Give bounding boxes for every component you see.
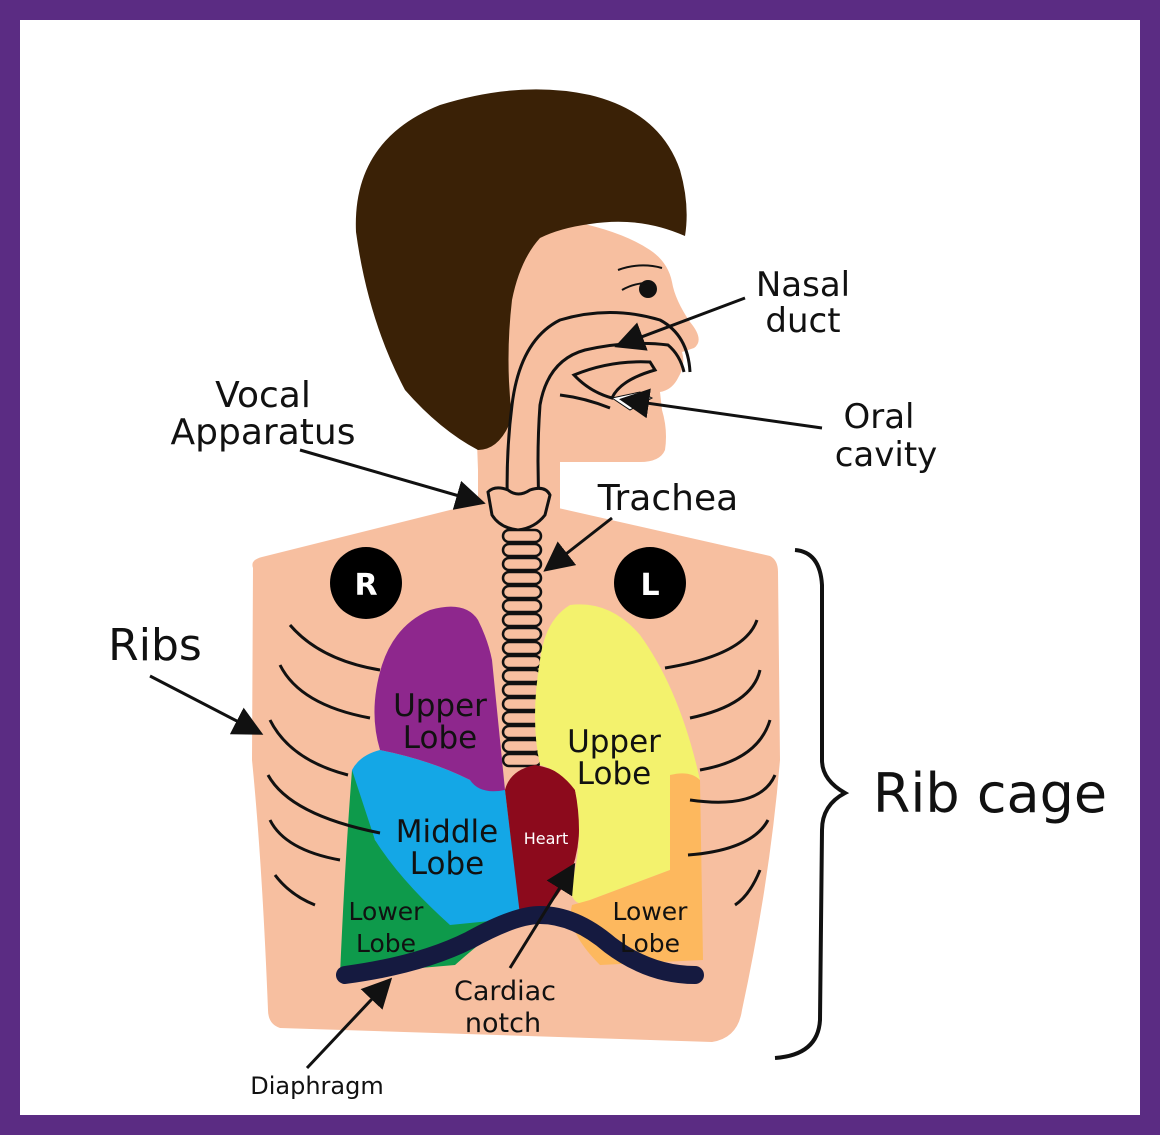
ribs-arrow bbox=[150, 676, 258, 732]
left-marker: L bbox=[640, 568, 659, 603]
rib-cage-label: Rib cage bbox=[873, 762, 1107, 825]
vocal-apparatus-label-2: Apparatus bbox=[171, 412, 356, 453]
middle-lobe-label: Middle bbox=[396, 814, 498, 850]
trachea-ring bbox=[503, 558, 541, 570]
nasal-duct-label: Nasal bbox=[756, 265, 850, 305]
trachea bbox=[503, 530, 541, 766]
lower-lobe-left-label: Lower bbox=[613, 897, 689, 926]
ribs-label: Ribs bbox=[108, 620, 202, 671]
trachea-ring bbox=[503, 544, 541, 556]
vocal-apparatus-label: Vocal bbox=[215, 375, 311, 416]
cardiac-notch-label: Cardiac bbox=[454, 976, 556, 1007]
rib-cage-brace bbox=[775, 550, 845, 1058]
trachea-label: Trachea bbox=[597, 478, 738, 519]
diaphragm-label: Diaphragm bbox=[250, 1072, 384, 1100]
upper-lobe-left-label-2: Lobe bbox=[577, 756, 651, 792]
trachea-ring bbox=[503, 754, 541, 766]
trachea-ring bbox=[503, 586, 541, 598]
lower-lobe-right-label: Lower bbox=[349, 897, 425, 926]
vocal-apparatus-arrow bbox=[300, 450, 480, 502]
upper-lobe-right-label: Upper bbox=[393, 688, 487, 724]
cardiac-notch-label-2: notch bbox=[465, 1008, 541, 1039]
trachea-ring bbox=[503, 670, 541, 682]
middle-lobe-label-2: Lobe bbox=[410, 846, 484, 882]
trachea-ring bbox=[503, 600, 541, 612]
nasal-duct-label-2: duct bbox=[765, 301, 840, 341]
trachea-ring bbox=[503, 656, 541, 668]
upper-lobe-left-label: Upper bbox=[567, 724, 661, 760]
oral-cavity-label-2: cavity bbox=[835, 435, 938, 475]
trachea-ring bbox=[503, 614, 541, 626]
lower-lobe-right-label-2: Lobe bbox=[356, 929, 416, 958]
trachea-ring bbox=[503, 740, 541, 752]
trachea-ring bbox=[503, 530, 541, 542]
trachea-ring bbox=[503, 628, 541, 640]
heart-label: Heart bbox=[524, 829, 569, 848]
trachea-ring bbox=[503, 642, 541, 654]
trachea-ring bbox=[503, 572, 541, 584]
lower-lobe-left-label-2: Lobe bbox=[620, 929, 680, 958]
upper-lobe-right-label-2: Lobe bbox=[403, 720, 477, 756]
trachea-ring bbox=[503, 684, 541, 696]
oral-cavity-label: Oral bbox=[843, 397, 914, 437]
right-marker: R bbox=[354, 568, 377, 603]
